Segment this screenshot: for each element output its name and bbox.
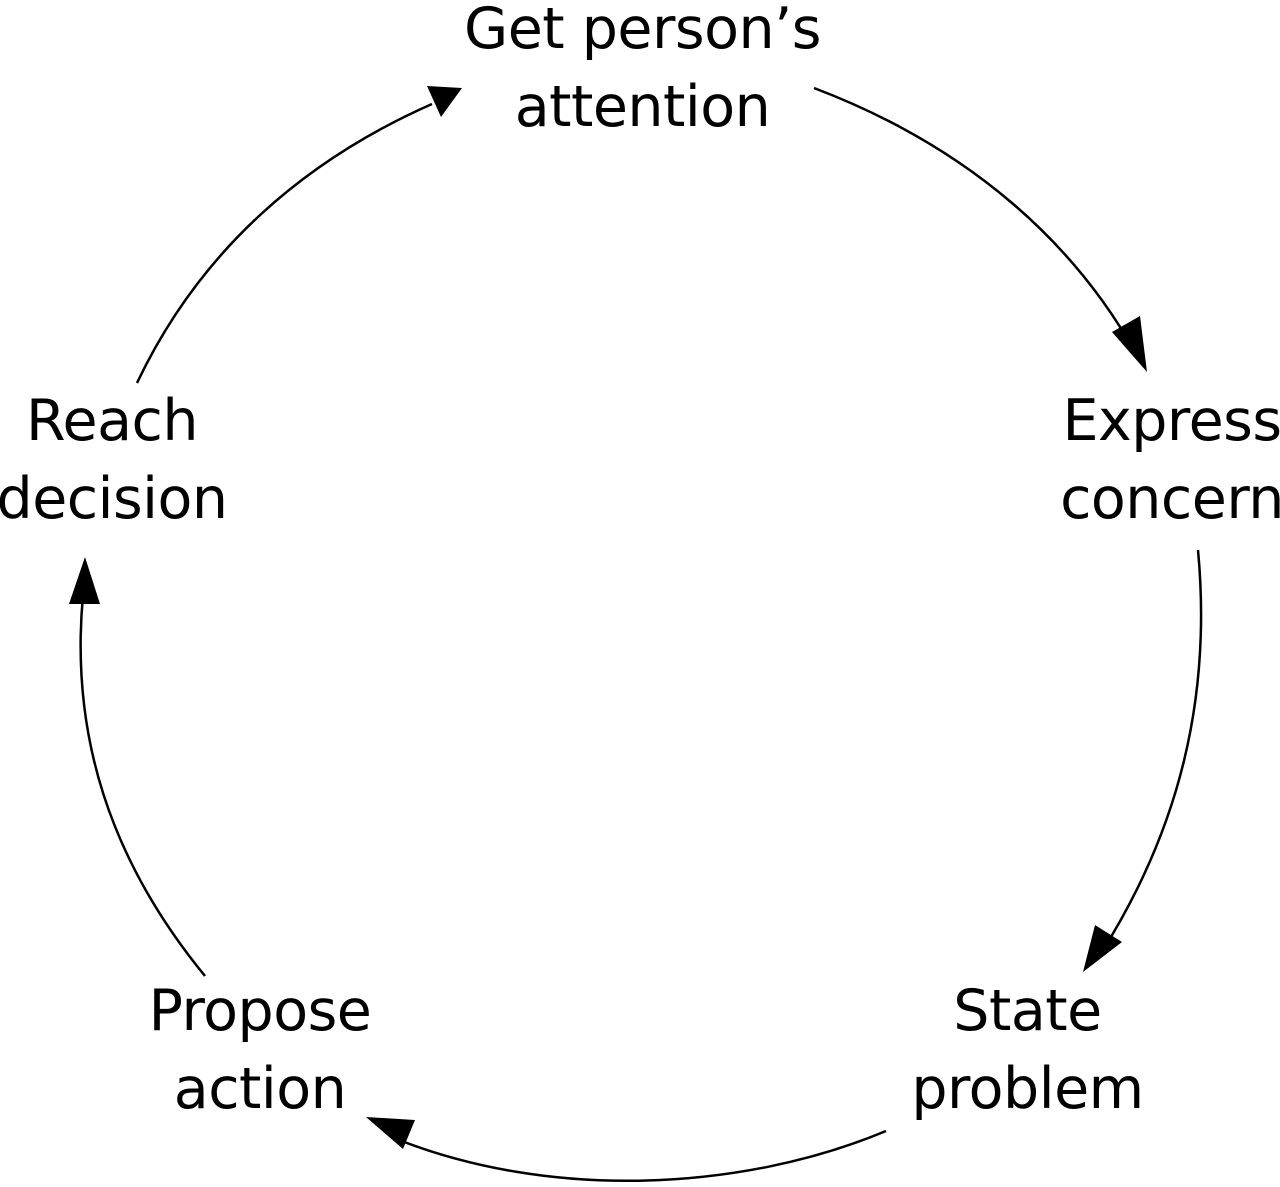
arrowhead-express-concern	[1112, 316, 1147, 372]
node-propose-action-line-2: action	[173, 1056, 347, 1122]
edge-state-problem-to-propose-action	[366, 1117, 887, 1183]
node-reach-decision-line-1: Reach	[25, 388, 199, 454]
arc-propose-action-to-reach-decision	[79, 594, 206, 977]
node-get-persons-attention: Get person’s attention	[440, 0, 845, 146]
edge-get-attention-to-express-concern	[813, 86, 1147, 372]
arrowhead-state-problem	[1083, 925, 1122, 972]
edge-propose-action-to-reach-decision	[69, 557, 206, 977]
node-state-problem-line-1: State	[953, 978, 1102, 1044]
node-express-concern-line-2: concern	[1060, 466, 1280, 532]
arrowhead-get-attention	[427, 86, 462, 117]
arrowhead-reach-decision	[69, 557, 100, 604]
node-get-persons-attention-line-2: attention	[514, 74, 771, 140]
edge-reach-decision-to-get-attention	[135, 86, 462, 384]
node-propose-action-line-1: Propose	[148, 978, 372, 1044]
node-reach-decision-line-2: decision	[0, 466, 228, 532]
arrowhead-propose-action	[366, 1117, 415, 1149]
edge-express-concern-to-state-problem	[1083, 549, 1203, 972]
arc-state-problem-to-propose-action	[393, 1129, 887, 1183]
arc-reach-decision-to-get-attention	[135, 102, 433, 384]
node-state-problem-line-2: problem	[911, 1056, 1144, 1122]
node-propose-action: Propose action	[125, 972, 395, 1128]
arc-express-concern-to-state-problem	[1101, 549, 1203, 951]
node-express-concern-line-1: Express	[1062, 388, 1280, 454]
node-reach-decision: Reach decision	[0, 382, 232, 538]
arc-get-attention-to-express-concern	[813, 86, 1137, 353]
node-express-concern: Express concern	[1052, 382, 1280, 538]
node-get-persons-attention-line-1: Get person’s	[464, 0, 821, 62]
node-state-problem: State problem	[895, 972, 1160, 1128]
